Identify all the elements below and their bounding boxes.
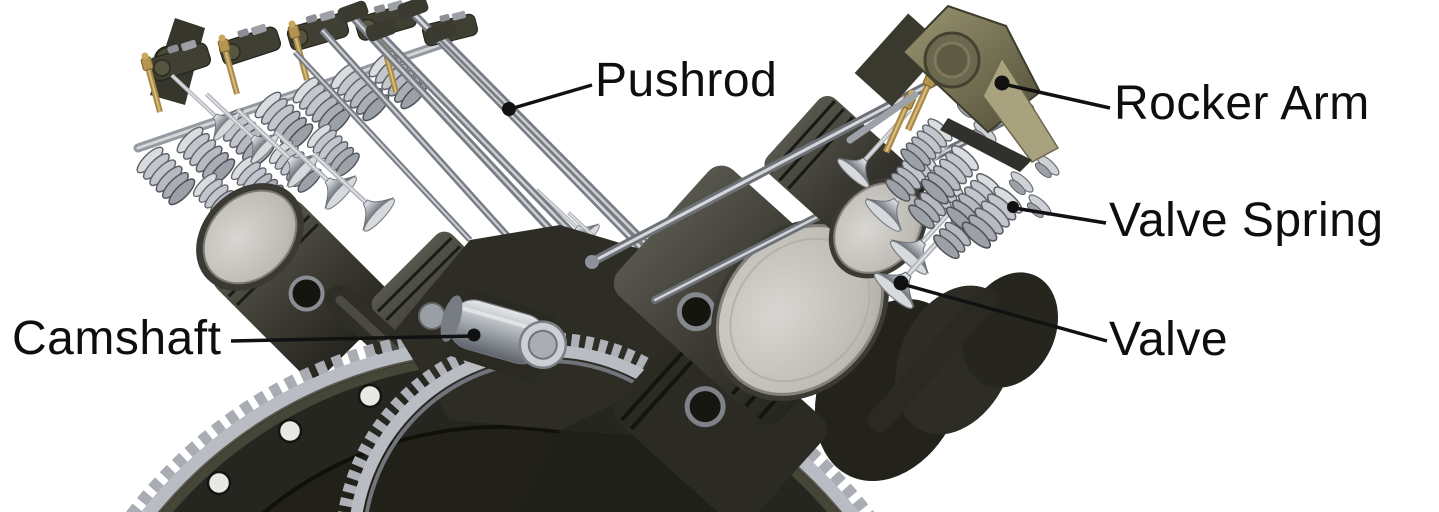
valve-spring-label: Valve Spring: [1109, 194, 1384, 247]
camshaft-label: Camshaft: [12, 312, 222, 365]
pushrods: [292, 0, 676, 274]
rocker-arm-label: Rocker Arm: [1114, 77, 1370, 130]
pushrod-leader-dot: [502, 102, 516, 116]
rocker-arm-leader-dot: [994, 75, 1010, 91]
pushrod-leader-line: [509, 83, 593, 111]
valve-leader-line: [901, 282, 1108, 343]
leader-dots: [467, 75, 1019, 342]
camshaft-leader-line: [230, 334, 475, 343]
rocker-arm-leader-line: [1002, 82, 1111, 110]
valve-leader-dot: [893, 275, 909, 291]
pushrod-label: Pushrod: [595, 54, 778, 107]
valve-spring-leader-line: [1013, 206, 1107, 225]
camshaft-part: [418, 287, 568, 384]
camshaft-leader-dot: [467, 328, 481, 342]
valve-spring-leader-dot: [1007, 201, 1019, 213]
leader-lines: [230, 82, 1111, 343]
valve-label: Valve: [1109, 313, 1229, 366]
